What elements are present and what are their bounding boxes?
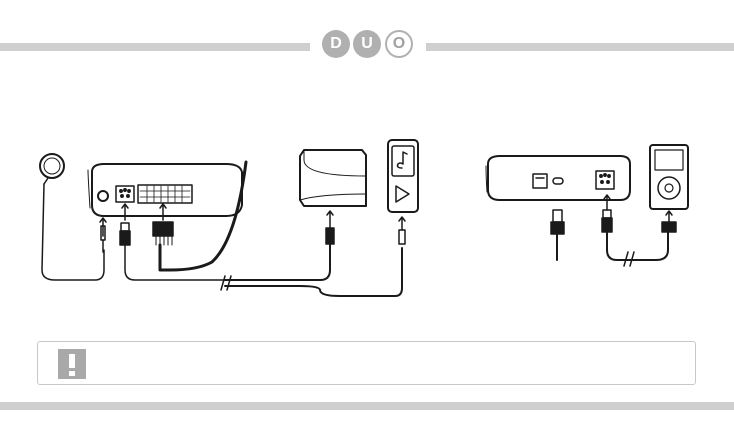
exclamation-icon	[58, 349, 86, 379]
cable-to-media-player	[225, 248, 402, 296]
harness-connector-icon	[153, 222, 173, 245]
media-player-icon	[388, 140, 418, 244]
secondary-interface-box	[486, 156, 630, 200]
microphone-icon	[40, 154, 104, 280]
din-cable-right	[602, 195, 668, 266]
main-interface-box	[88, 164, 242, 216]
footer-rule	[0, 402, 734, 410]
adapter-box	[300, 150, 366, 244]
cable-to-ipod-adapter	[225, 244, 330, 280]
wiring-diagram	[0, 0, 734, 330]
ipod-icon	[650, 145, 688, 232]
notice-box	[37, 341, 696, 385]
cable-break-marker	[221, 276, 231, 290]
optical-plug-icon	[551, 210, 564, 260]
